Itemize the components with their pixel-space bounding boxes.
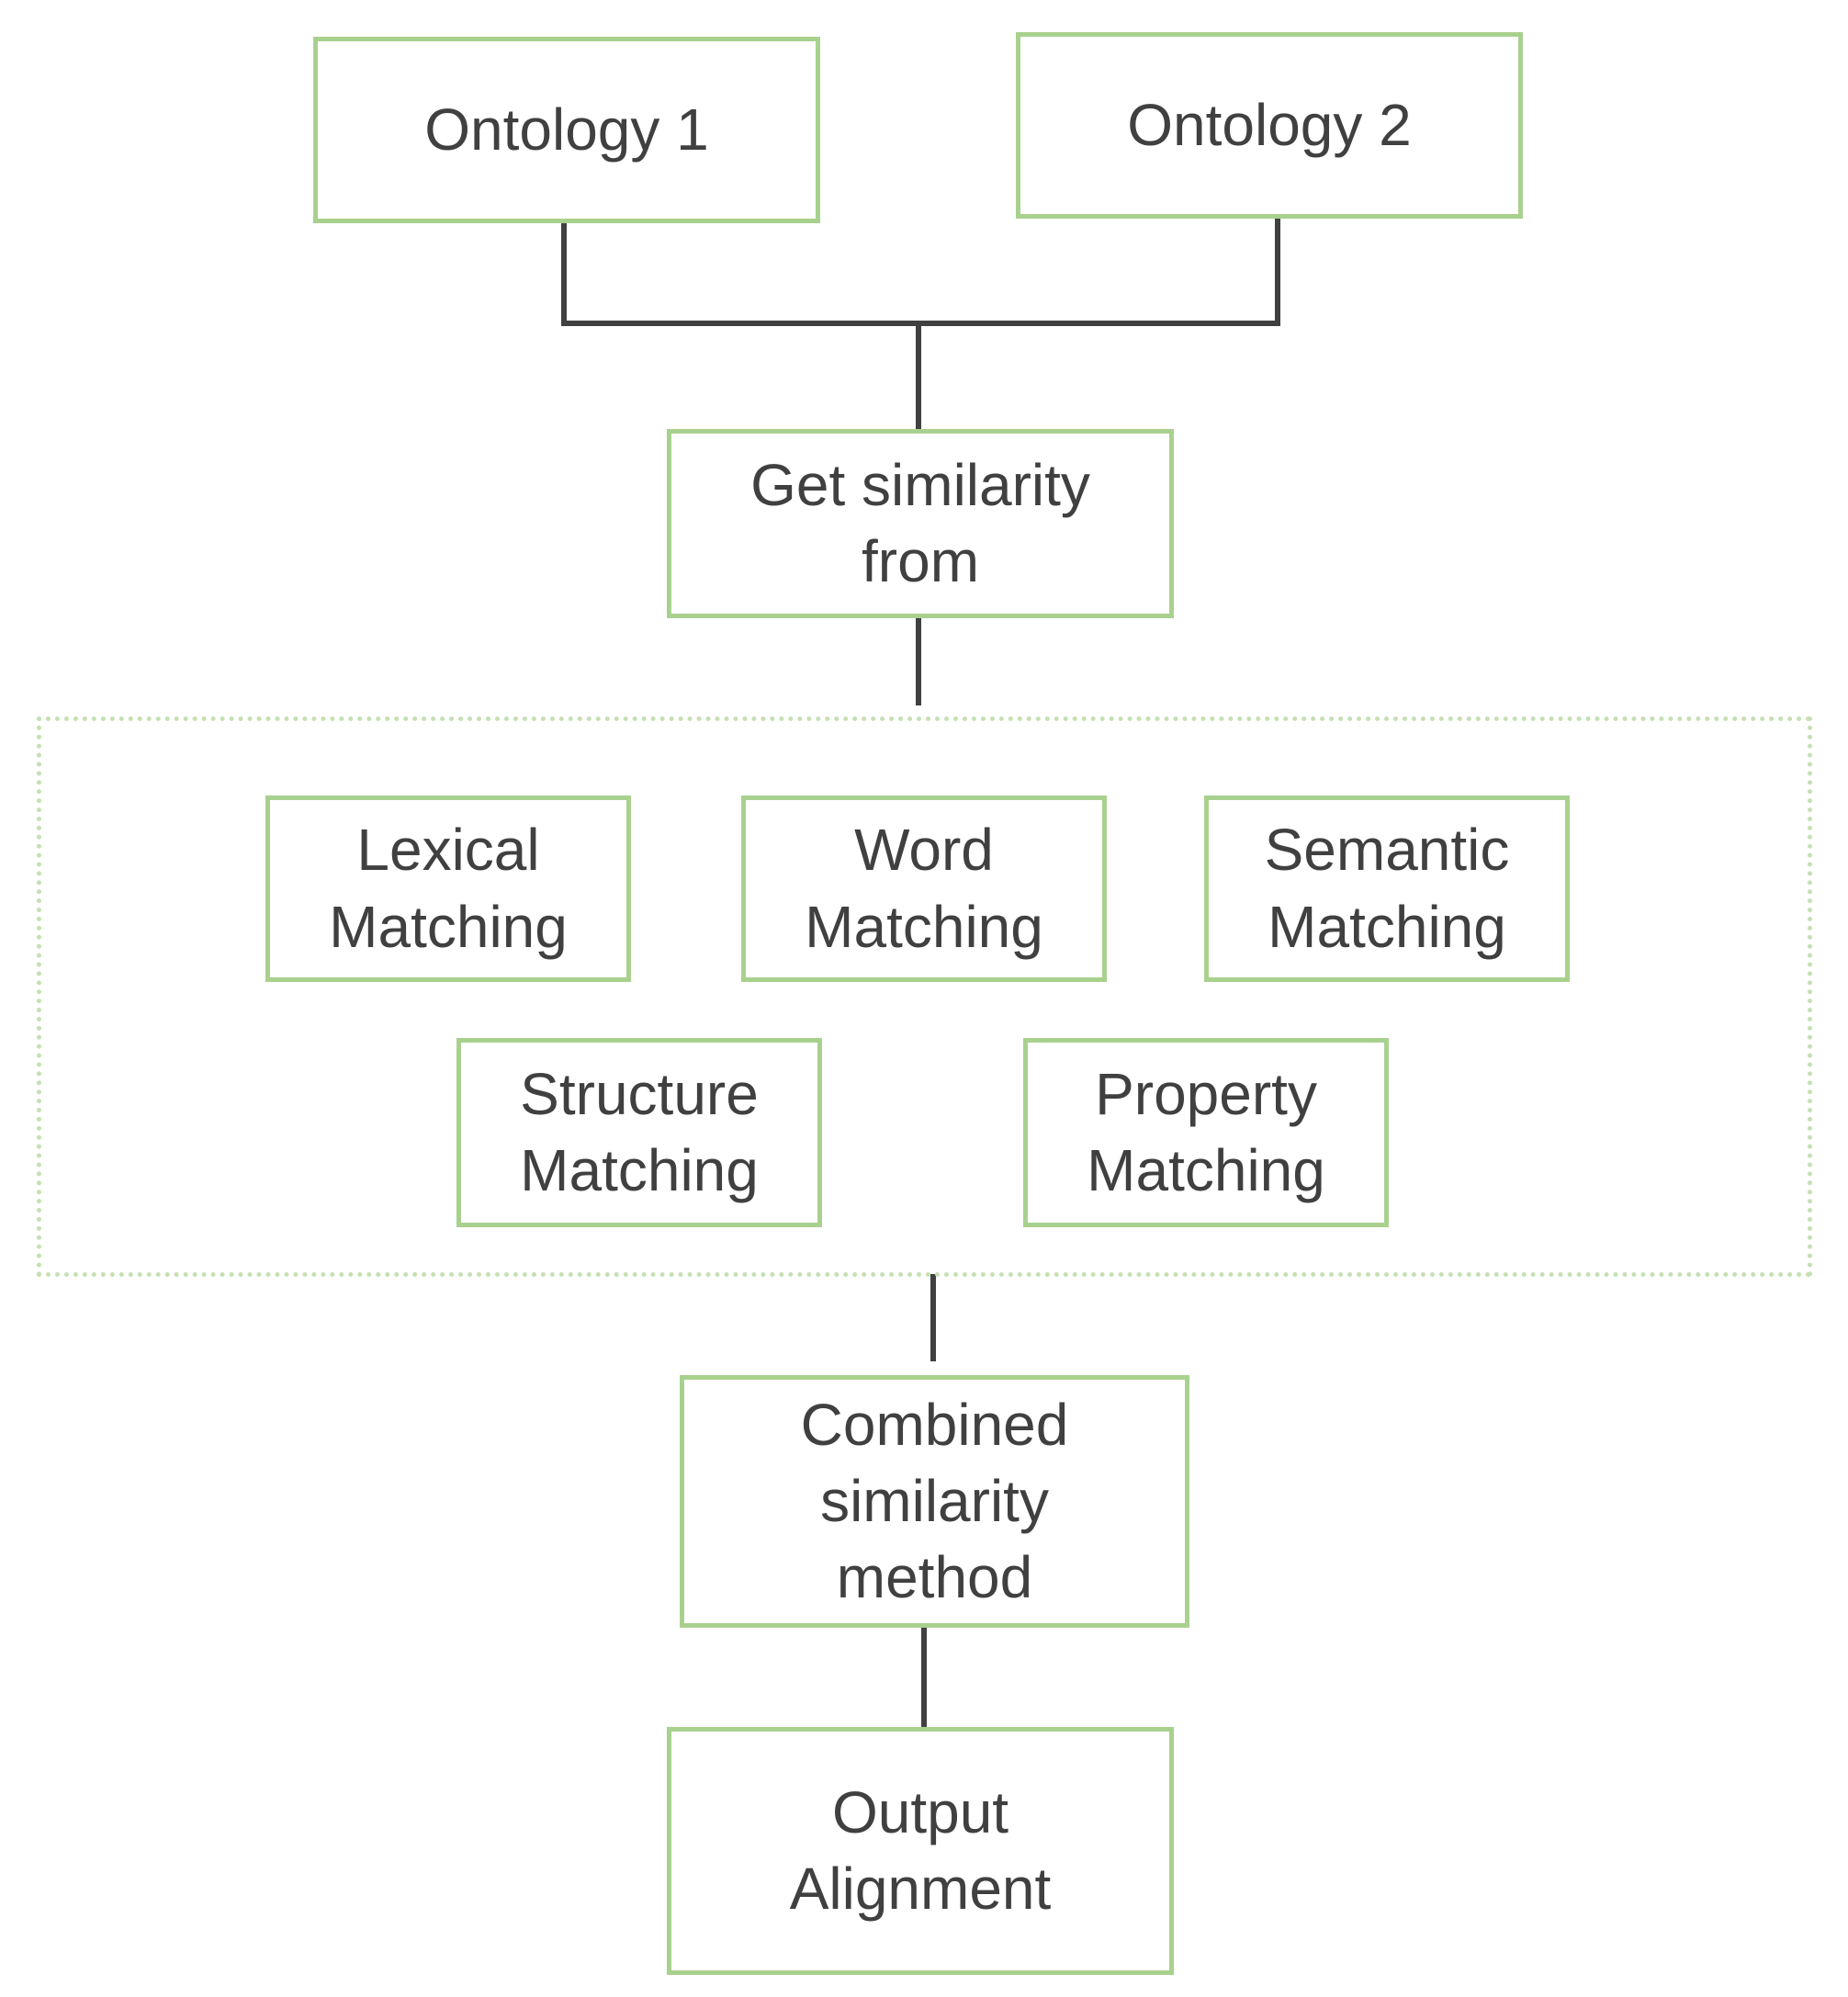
connector-get-similarity-to-group bbox=[916, 617, 921, 705]
connector-ontology2-down bbox=[1275, 211, 1280, 323]
lexical-matching-box: Lexical Matching bbox=[265, 795, 631, 982]
structure-matching-box: Structure Matching bbox=[456, 1038, 822, 1227]
get-similarity-box: Get similarity from bbox=[667, 429, 1174, 618]
property-matching-box: Property Matching bbox=[1023, 1038, 1389, 1227]
output-alignment-box: Output Alignment bbox=[667, 1727, 1174, 1975]
ontology-2-box: Ontology 2 bbox=[1016, 32, 1523, 219]
connector-ontology1-down bbox=[561, 220, 567, 323]
combined-similarity-box: Combined similarity method bbox=[680, 1375, 1189, 1628]
connector-merge-to-get-similarity bbox=[916, 323, 921, 432]
semantic-matching-box: Semantic Matching bbox=[1204, 795, 1570, 982]
connector-combined-to-output bbox=[921, 1626, 927, 1732]
matching-methods-group bbox=[37, 716, 1812, 1277]
word-matching-box: Word Matching bbox=[741, 795, 1107, 982]
connector-group-to-combined bbox=[930, 1274, 936, 1361]
ontology-1-box: Ontology 1 bbox=[313, 37, 820, 223]
